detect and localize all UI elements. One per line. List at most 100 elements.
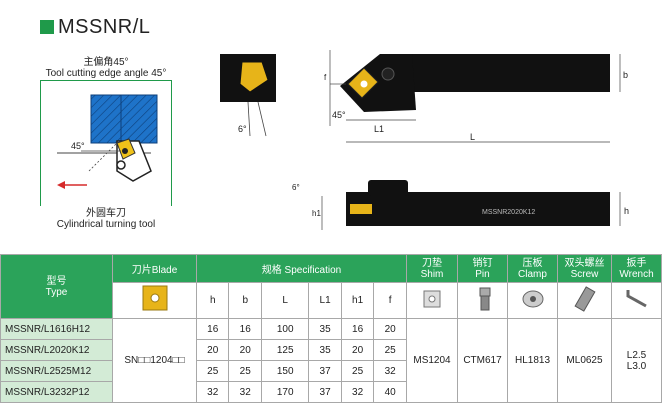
- pin-value: CTM617: [457, 318, 508, 403]
- row-f: 40: [373, 381, 407, 403]
- header-type: 型号 Type: [0, 254, 113, 319]
- row-L: 170: [260, 381, 310, 403]
- header-type-cn: 型号: [46, 275, 67, 287]
- row-type: MSSNR/L1616H12: [0, 318, 113, 340]
- clamp-icon: [522, 290, 543, 308]
- header-blade: 刀片Blade: [112, 254, 197, 283]
- wrench-value-1: L2.5: [626, 349, 647, 361]
- screw-image-cell: [557, 282, 612, 319]
- pin-image-cell: [457, 282, 508, 319]
- end-view-angle: 6°: [238, 124, 247, 134]
- header-wrench-en: Wrench: [619, 268, 654, 280]
- row-b: 16: [228, 318, 262, 340]
- header-pin: 销钉 Pin: [457, 254, 508, 283]
- blade-image-cell: [112, 282, 197, 319]
- row-h: 25: [195, 360, 230, 382]
- wrench-icon: [626, 290, 647, 308]
- cyl-label-cn: 外圆车刀: [86, 208, 126, 219]
- col-h: h: [195, 282, 230, 319]
- col-L: L: [260, 282, 310, 319]
- header-clamp-en: Clamp: [518, 268, 547, 280]
- header-shim-en: Shim: [420, 268, 444, 280]
- row-h: 16: [195, 318, 230, 340]
- title-marker: [40, 20, 54, 34]
- cyl-label-en: Cylindrical turning tool: [56, 219, 156, 230]
- row-type: MSSNR/L2020K12: [0, 339, 113, 361]
- row-h1: 20: [340, 339, 375, 361]
- spec-table: 型号 Type 刀片Blade 规格 Specification 刀垫 Shim…: [0, 254, 662, 403]
- row-b: 32: [228, 381, 262, 403]
- row-L: 100: [260, 318, 310, 340]
- col-b: b: [228, 282, 262, 319]
- header-screw-en: Screw: [570, 268, 599, 280]
- shim-image-cell: [406, 282, 458, 319]
- tool-engraving: MSSNR2020K12: [482, 209, 535, 216]
- header-pin-en: Pin: [475, 268, 490, 280]
- dim-b: b: [623, 70, 628, 80]
- row-L1: 35: [308, 318, 342, 340]
- row-type: MSSNR/L2525M12: [0, 360, 113, 382]
- panel-angle-45: 45°: [71, 141, 85, 151]
- screw-icon: [573, 286, 596, 312]
- header-screw: 双头螺丝 Screw: [557, 254, 612, 283]
- header-shim-cn: 刀垫: [422, 257, 442, 269]
- col-f: f: [373, 282, 407, 319]
- shim-value: MS1204: [406, 318, 458, 403]
- row-L: 125: [260, 339, 310, 361]
- header-wrench-cn: 扳手: [626, 257, 647, 269]
- angle-label-en: Tool cutting edge angle 45°: [45, 67, 167, 79]
- dim-h1: h1: [312, 209, 321, 218]
- row-h1: 25: [340, 360, 375, 382]
- wrench-image-cell: [611, 282, 662, 319]
- row-b: 25: [228, 360, 262, 382]
- header-shim: 刀垫 Shim: [406, 254, 458, 283]
- page-title: MSSNR/L: [58, 16, 151, 38]
- row-h1: 32: [340, 381, 375, 403]
- table-row: MSSNR/L2525M12 25 25 150 37 25 32: [0, 360, 662, 382]
- row-b: 20: [228, 339, 262, 361]
- insert-icon: [142, 285, 167, 311]
- clamp-image-cell: [507, 282, 558, 319]
- header-spec: 规格 Specification: [196, 254, 407, 283]
- row-type: MSSNR/L3232P12: [0, 381, 113, 403]
- row-f: 32: [373, 360, 407, 382]
- row-L1: 37: [308, 360, 342, 382]
- header-screw-cn: 双头螺丝: [564, 257, 605, 269]
- row-L: 150: [260, 360, 310, 382]
- dim-L1: L1: [374, 124, 384, 134]
- cutting-diagram: 45°: [57, 94, 158, 189]
- row-L1: 35: [308, 339, 342, 361]
- angle-label-cn: 主偏角45°: [83, 57, 129, 68]
- dim-45: 45°: [332, 110, 346, 120]
- header-clamp-cn: 压板: [522, 257, 543, 269]
- row-f: 20: [373, 318, 407, 340]
- row-h: 20: [195, 339, 230, 361]
- row-h: 32: [195, 381, 230, 403]
- dim-f: f: [324, 73, 327, 82]
- dim-L: L: [470, 132, 475, 142]
- screw-value: ML0625: [557, 318, 612, 403]
- pin-icon: [479, 287, 490, 311]
- header-wrench: 扳手 Wrench: [611, 254, 662, 283]
- clamp-value: HL1813: [507, 318, 558, 403]
- header-clamp: 压板 Clamp: [507, 254, 558, 283]
- dim-h: h: [624, 206, 629, 216]
- dim-6-side: 6°: [292, 183, 300, 192]
- header-type-en: Type: [45, 286, 68, 298]
- cylindrical-label: 外圆车刀 Cylindrical turning tool: [40, 206, 172, 232]
- col-L1: L1: [308, 282, 342, 319]
- header-pin-cn: 销钉: [472, 257, 493, 269]
- wrench-value-2: L3.0: [626, 360, 647, 372]
- table-row: MSSNR/L3232P12 32 32 170 37 32 40: [0, 381, 662, 403]
- row-L1: 37: [308, 381, 342, 403]
- tool-side-view: [346, 192, 610, 226]
- tool-drawings: 6° f b 45° L1 L MSSNR2020K12 6° h1 h: [220, 50, 629, 230]
- shim-icon: [423, 290, 441, 308]
- table-row: MSSNR/L1616H12 SN□□1204□□ 16 16 100 35 1…: [0, 318, 662, 403]
- row-h1: 16: [340, 318, 375, 340]
- angle-label: 主偏角45° Tool cutting edge angle 45°: [40, 57, 172, 80]
- cutting-diagram-panel: 45°: [40, 80, 172, 232]
- row-f: 25: [373, 339, 407, 361]
- tool-top-view: [380, 54, 610, 92]
- blade-value: SN□□1204□□: [112, 318, 197, 403]
